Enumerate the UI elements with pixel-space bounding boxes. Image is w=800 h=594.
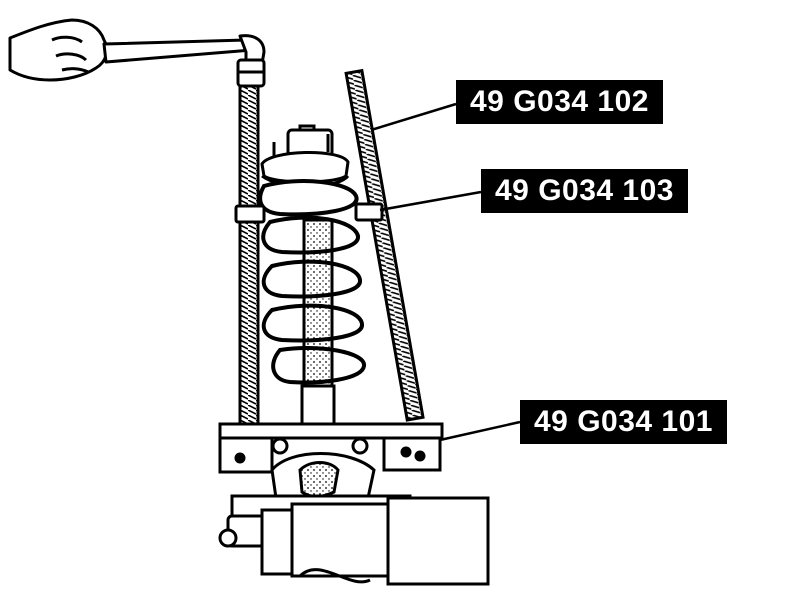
- leader-lines: [370, 102, 521, 442]
- leader-103: [379, 190, 482, 212]
- left-threaded-rod: [238, 84, 260, 428]
- right-threaded-rod: [344, 68, 425, 422]
- leader-102: [370, 102, 457, 132]
- strut-top-mount: [260, 124, 350, 188]
- coil-spring: [258, 179, 366, 385]
- hand-with-wrench: [8, 18, 266, 88]
- damper-body: [300, 218, 336, 438]
- wrench-handle: [102, 38, 254, 64]
- hand: [8, 18, 109, 82]
- spring-holder-brackets: [234, 202, 384, 224]
- leader-101: [439, 420, 521, 442]
- label-base-plate: 49 G034 101: [520, 400, 727, 444]
- bench-vise: [218, 494, 490, 586]
- label-spring-holder: 49 G034 103: [481, 169, 688, 213]
- label-top-rod: 49 G034 102: [456, 80, 663, 124]
- base-plate: [218, 422, 444, 474]
